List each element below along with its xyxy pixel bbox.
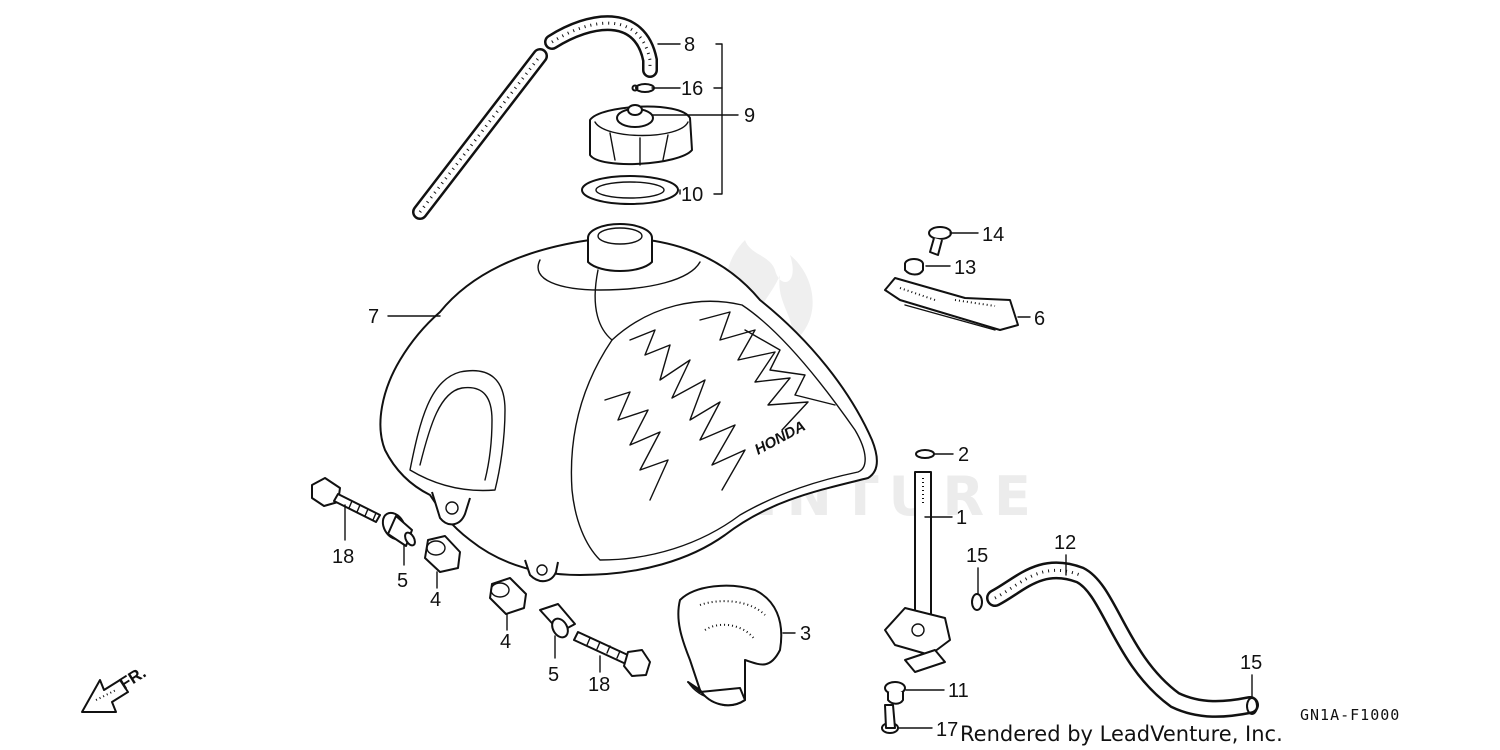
callout-4-left: 4 <box>430 589 441 611</box>
callout-15-lower: 15 <box>1240 652 1262 674</box>
collar-5-right[interactable] <box>539 603 576 640</box>
cap-gasket[interactable] <box>581 175 679 205</box>
callout-8: 8 <box>684 34 695 56</box>
callout-16: 16 <box>681 78 703 100</box>
callout-1: 1 <box>956 507 967 529</box>
callout-5-left: 5 <box>397 570 408 592</box>
clip-15-upper[interactable] <box>971 593 983 611</box>
callout-7: 7 <box>368 306 379 328</box>
clip-16[interactable] <box>631 83 655 93</box>
credit-text: Rendered by LeadVenture, Inc. <box>960 722 1283 746</box>
leader-lines <box>344 43 1253 729</box>
callout-2: 2 <box>958 444 969 466</box>
callout-labels: 8 16 9 10 7 14 13 6 2 1 15 12 15 3 11 17… <box>332 34 1262 741</box>
fuel-tank[interactable]: HONDA <box>379 223 878 583</box>
callout-12: 12 <box>1054 532 1076 554</box>
tank-bracket[interactable] <box>884 277 1019 331</box>
breather-tube[interactable] <box>412 15 658 220</box>
callout-6: 6 <box>1034 308 1045 330</box>
callout-14: 14 <box>982 224 1004 246</box>
front-direction-arrow-icon: FR. <box>81 663 149 713</box>
callout-11: 11 <box>948 680 969 702</box>
callout-13: 13 <box>954 257 976 279</box>
rubber-mount-4-right[interactable] <box>489 577 527 615</box>
fuel-tube[interactable] <box>986 561 1259 718</box>
fuel-filler-cap[interactable] <box>589 104 693 166</box>
callout-9: 9 <box>744 105 755 127</box>
diagram-code: GN1A-F1000 <box>1300 706 1400 724</box>
fuel-valve[interactable] <box>884 471 951 673</box>
grommet[interactable] <box>904 258 924 276</box>
rubber-mount-4-left[interactable] <box>424 535 461 573</box>
washer[interactable] <box>884 681 906 705</box>
o-ring[interactable] <box>915 449 935 459</box>
flange-bolt-18-left[interactable] <box>311 477 381 523</box>
collar-5-left[interactable] <box>378 509 417 547</box>
callout-18-left: 18 <box>332 546 354 568</box>
bolt-14[interactable] <box>928 226 952 256</box>
callout-10: 10 <box>681 184 703 206</box>
screw-17[interactable] <box>881 704 899 734</box>
callout-3: 3 <box>800 623 811 645</box>
callout-17: 17 <box>936 719 958 741</box>
callout-4-right: 4 <box>500 631 511 653</box>
callout-18-right: 18 <box>588 674 610 696</box>
tank-protector[interactable] <box>677 584 783 707</box>
callout-15-upper: 15 <box>966 545 988 567</box>
callout-5-right: 5 <box>548 664 559 686</box>
flange-bolt-18-right[interactable] <box>573 631 651 677</box>
